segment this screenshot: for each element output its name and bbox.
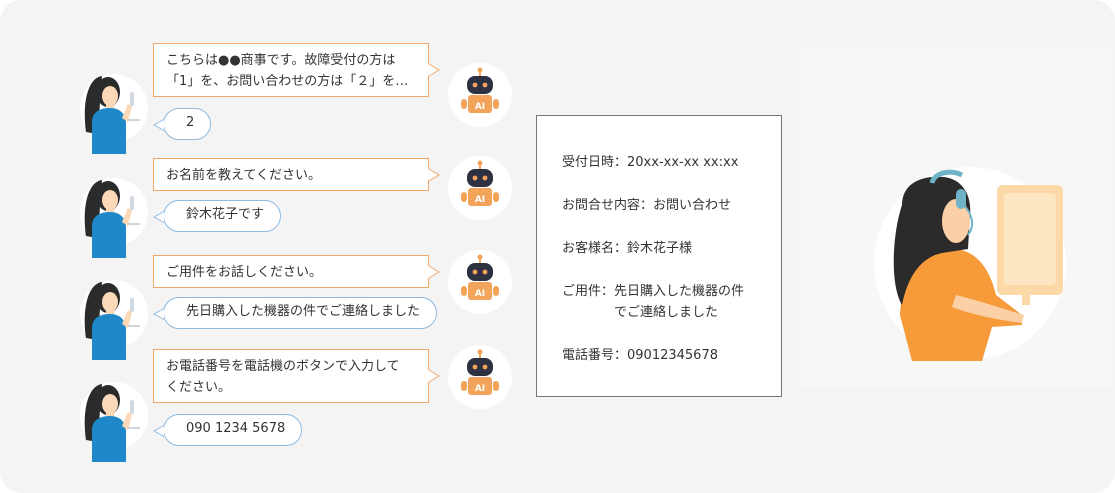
user-message: 鈴木花子です <box>152 200 282 232</box>
ai-message: お電話番号を電話機のボタンで入力して ください。 <box>153 349 440 403</box>
record-value: 鈴木花子様 <box>627 241 693 256</box>
customer-illustration-icon <box>80 382 148 462</box>
ai-bot-avatar: AI <box>448 345 512 409</box>
ai-message: こちらは●●商事です。故障受付の方は 「1」を、お問い合わせの方は「２」を… <box>153 43 440 97</box>
operator-avatar <box>872 165 1068 361</box>
ai-message-line: こちらは●●商事です。故障受付の方は <box>166 53 396 68</box>
record-customer-row: お客様名： 鈴木花子様 <box>562 238 771 259</box>
record-subject-row: ご用件： 先日購入した機器の件 でご連絡しました <box>562 281 771 323</box>
record-value: 20xx-xx-xx xx:xx <box>627 155 739 170</box>
svg-text:AI: AI <box>475 102 485 112</box>
robot-icon: AI <box>449 251 511 313</box>
record-phone-row: 電話番号： 09012345678 <box>562 345 771 366</box>
reception-record-card: 受付日時： 20xx-xx-xx xx:xx お問合せ内容： お問い合わせ お客… <box>536 115 782 397</box>
customer-illustration-icon <box>80 280 148 360</box>
record-received-row: 受付日時： 20xx-xx-xx xx:xx <box>562 152 771 173</box>
record-label: お問合せ内容： <box>562 198 654 213</box>
customer-avatar <box>78 370 150 462</box>
user-message: 先日購入した機器の件でご連絡しました <box>152 297 438 329</box>
ai-message-line: お電話番号を電話機のボタンで入力して <box>166 359 400 374</box>
customer-avatar <box>78 62 150 154</box>
user-message: 2 <box>152 108 212 140</box>
record-value-line: でご連絡しました <box>614 305 719 320</box>
ai-bot-avatar: AI <box>448 156 512 220</box>
record-label: お客様名： <box>562 241 628 256</box>
record-label: 電話番号： <box>562 348 628 363</box>
svg-text:AI: AI <box>475 289 485 299</box>
user-message: 090 1234 5678 <box>152 414 303 446</box>
ai-message-line: 「1」を、お問い合わせの方は「２」を… <box>166 74 409 89</box>
robot-icon: AI <box>449 64 511 126</box>
record-inquiry-row: お問合せ内容： お問い合わせ <box>562 195 771 216</box>
operator-illustration-icon <box>874 167 1066 361</box>
customer-illustration-icon <box>80 178 148 258</box>
customer-avatar <box>78 268 150 360</box>
robot-icon: AI <box>449 346 511 408</box>
svg-text:AI: AI <box>475 195 485 205</box>
ai-message: お名前を教えてください。 <box>153 158 440 191</box>
record-value: 先日購入した機器の件 でご連絡しました <box>614 281 764 323</box>
robot-icon: AI <box>449 157 511 219</box>
ai-message-line: ください。 <box>166 380 232 395</box>
record-value-line: 先日購入した機器の件 <box>614 284 745 299</box>
ai-message-line: お名前を教えてください。 <box>166 168 321 183</box>
ai-bot-avatar: AI <box>448 63 512 127</box>
record-value: 09012345678 <box>627 348 718 363</box>
customer-avatar <box>78 166 150 258</box>
customer-illustration-icon <box>80 74 148 154</box>
ai-message: ご用件をお話しください。 <box>153 255 440 288</box>
record-value: お問い合わせ <box>653 198 732 213</box>
ai-bot-avatar: AI <box>448 250 512 314</box>
record-label: 受付日時： <box>562 155 628 170</box>
svg-text:AI: AI <box>475 384 485 394</box>
ai-message-line: ご用件をお話しください。 <box>166 265 323 280</box>
record-label: ご用件： <box>562 284 615 299</box>
